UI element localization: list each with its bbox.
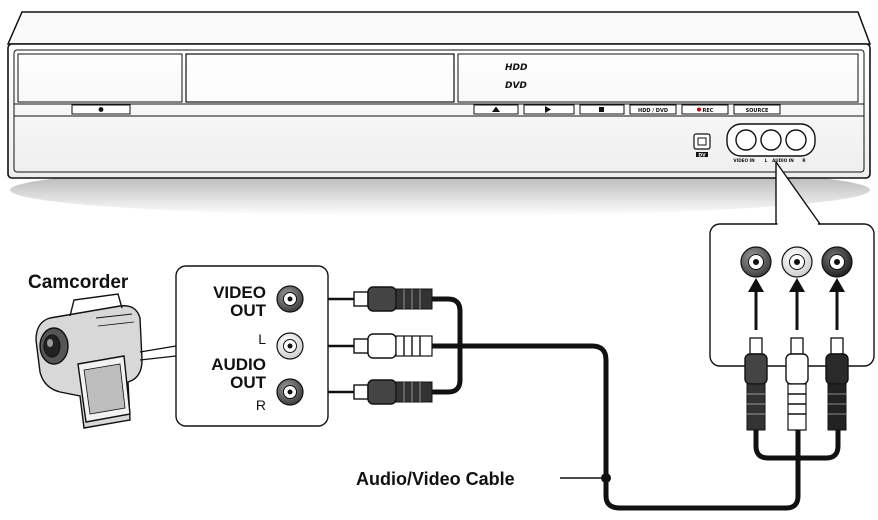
plug-audio-right-recorder bbox=[825, 337, 849, 431]
source-button[interactable] bbox=[733, 104, 781, 115]
hdd-logo: HDD bbox=[505, 63, 528, 73]
zoom-audio-r-jack bbox=[821, 246, 853, 278]
video-out-label-line1: VIDEO bbox=[213, 283, 266, 302]
rec-button-label: REC bbox=[703, 108, 714, 114]
camcorder-video-out-jack bbox=[276, 285, 304, 313]
dvd-logo: DVD bbox=[505, 81, 527, 91]
eject-icon bbox=[492, 106, 500, 112]
plug-audio-left bbox=[302, 333, 433, 359]
stop-icon bbox=[599, 107, 604, 112]
front-audio-r-jack[interactable] bbox=[785, 129, 807, 151]
hdd-dvd-button-label: HDD / DVD bbox=[638, 108, 668, 114]
zoom-callout bbox=[709, 161, 875, 367]
plug-video-recorder bbox=[744, 337, 768, 431]
arrow-up-icon bbox=[748, 278, 764, 330]
camcorder-audio-r-jack bbox=[276, 378, 304, 406]
zoom-audio-l-jack bbox=[781, 246, 813, 278]
audio-out-label-line1: AUDIO bbox=[211, 355, 266, 374]
zoom-video-in-jack bbox=[740, 246, 772, 278]
front-r-label: R bbox=[802, 158, 806, 163]
dvd-recorder: HDD DVD HDD / DVD REC SOURCE DV VIDEO IN… bbox=[6, 11, 872, 216]
front-video-in-label: VIDEO IN bbox=[733, 158, 755, 163]
dv-label: DV bbox=[698, 152, 706, 158]
audio-l-label: L bbox=[258, 331, 266, 347]
audio-out-label-line2: OUT bbox=[230, 373, 267, 392]
source-button-label: SOURCE bbox=[746, 108, 769, 114]
recorder-left-bay bbox=[17, 53, 183, 103]
video-out-label-line2: OUT bbox=[230, 301, 267, 320]
dv-jack[interactable] bbox=[693, 133, 711, 150]
plug-audio-left-recorder bbox=[785, 337, 809, 431]
front-video-in-jack[interactable] bbox=[735, 129, 757, 151]
av-cable bbox=[429, 296, 841, 511]
arrow-up-icon bbox=[829, 278, 845, 330]
front-l-label: L bbox=[765, 158, 768, 163]
front-audio-l-jack[interactable] bbox=[760, 129, 782, 151]
rec-dot-icon bbox=[697, 107, 701, 112]
arrow-up-icon bbox=[789, 278, 805, 330]
play-icon bbox=[545, 106, 551, 113]
disc-tray bbox=[185, 53, 455, 103]
hdd-dvd-button[interactable] bbox=[629, 104, 677, 115]
camcorder-jack-panel: VIDEO OUT L AUDIO OUT R bbox=[175, 265, 329, 427]
recorder-top bbox=[6, 11, 872, 45]
cable-label: Audio/Video Cable bbox=[356, 469, 515, 489]
front-audio-in-label: AUDIO IN bbox=[772, 158, 794, 163]
camcorder bbox=[35, 293, 177, 429]
audio-r-label: R bbox=[256, 397, 266, 413]
rec-button[interactable] bbox=[681, 104, 729, 115]
power-icon bbox=[98, 107, 104, 112]
cable-junction bbox=[601, 473, 611, 483]
camcorder-title: Camcorder bbox=[28, 272, 129, 293]
camcorder-audio-l-jack bbox=[276, 332, 304, 360]
